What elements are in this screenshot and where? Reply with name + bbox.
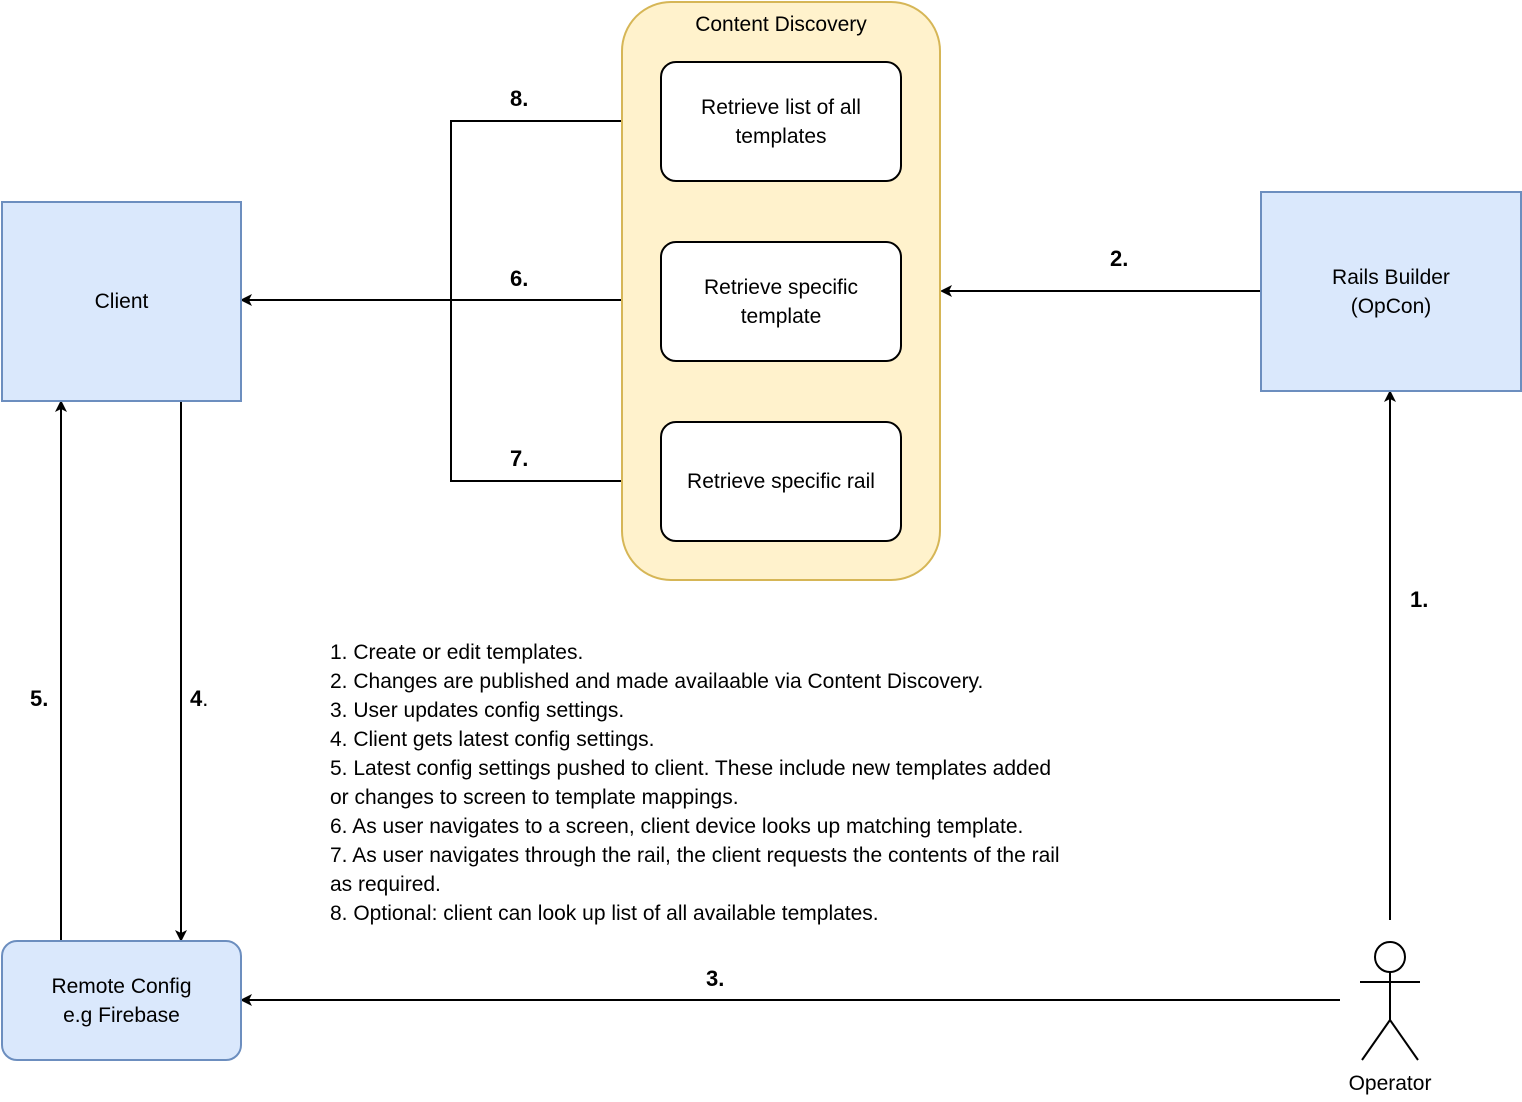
step-label-4-dot: . [202,686,209,711]
operator-label: Operator [1348,1072,1432,1095]
step-label-1: 1. [1410,587,1429,612]
note-line: or changes to screen to template mapping… [330,786,739,809]
note-line: 5. Latest config settings pushed to clie… [330,757,1052,780]
content-discovery-title: Content Discovery [695,13,867,36]
step-label-7: 7. [510,446,529,471]
step-label-2: 2. [1110,246,1129,271]
step-label-5: 5. [30,686,49,711]
step-label-6: 6. [510,266,529,291]
client-box[interactable]: Client [1,201,242,402]
arrow-to-specific-rail [450,300,662,487]
step-label-8: 8. [510,86,529,111]
retrieve-list-all-templates-box[interactable]: Retrieve list of all templates [660,61,902,182]
step-label-3: 3. [706,966,725,991]
operator-actor-icon [1360,941,1420,1061]
retrieve-specific-template-box[interactable]: Retrieve specific template [660,241,902,362]
note-line: 7. As user navigates through the rail, t… [330,844,1060,867]
arrow-to-list-all-templates [450,115,662,300]
note-line: 4. Client gets latest config settings. [330,728,655,751]
note-line: 3. User updates config settings. [330,699,625,722]
remote-config-box[interactable]: Remote Config e.g Firebase [1,940,242,1061]
retrieve-specific-rail-box[interactable]: Retrieve specific rail [660,421,902,542]
note-line: 2. Changes are published and made availa… [330,670,984,693]
note-line: as required. [330,873,441,896]
rails-builder-box[interactable]: Rails Builder (OpCon) [1260,191,1522,392]
step-label-4-number: 4 [190,686,203,711]
note-line: 1. Create or edit templates. [330,641,584,664]
step-label-4: 4. [190,686,208,712]
notes-list: 1. Create or edit templates. 2. Changes … [330,638,1060,928]
note-line: 6. As user navigates to a screen, client… [330,815,1024,838]
note-line: 8. Optional: client can look up list of … [330,902,879,925]
